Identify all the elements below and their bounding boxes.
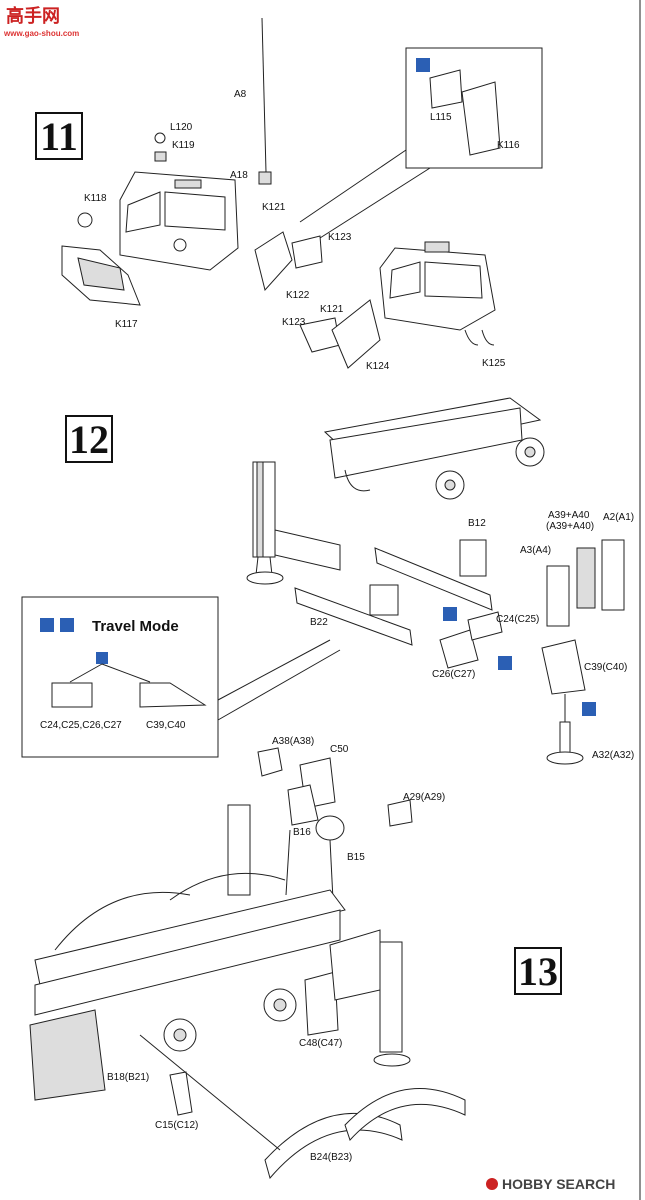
label-b16: B16: [293, 827, 311, 838]
label-a18: A18: [230, 170, 248, 181]
hobby-search-logo-icon: [486, 1178, 498, 1190]
glue-icon-tm: [40, 618, 54, 632]
step-13: 13 A38(A3: [29, 736, 562, 1180]
part-c26: [439, 629, 479, 669]
part-a39-a40: [576, 547, 596, 609]
part-a29: [387, 799, 413, 827]
label-k123: K123: [328, 232, 352, 243]
antenna-base-a18: [258, 171, 272, 185]
watermark-top-logo: 高手网 www.gao-shou.com: [3, 5, 79, 38]
part-a38: [257, 747, 283, 777]
attach-icon-1: [443, 607, 457, 621]
door-k124: [331, 299, 381, 369]
part-a3: [546, 565, 570, 627]
label-k117: K117: [115, 319, 138, 330]
label-a3: A3(A4): [520, 545, 551, 556]
fender-b24: [264, 1112, 403, 1180]
label-k122: K122: [286, 290, 310, 301]
travel-mode-title: Travel Mode: [92, 618, 179, 635]
step-13-box: [514, 947, 562, 995]
label-k124: K124: [366, 361, 390, 372]
label-k121b: K121: [320, 304, 344, 315]
attach-icon-2: [498, 656, 512, 670]
caption-c39-c40: C39,C40: [146, 720, 186, 731]
label-b24: B24(B23): [310, 1152, 352, 1163]
part-c39: [541, 639, 586, 695]
travel-mode-box: Travel Mode C24,C25,C26,C27 C39,C40: [21, 596, 341, 758]
beam-b22: [294, 587, 413, 646]
part-c48: [304, 971, 339, 1036]
part-b15: [315, 815, 345, 841]
label-a29: A29(A29): [403, 792, 445, 803]
label-c26: C26(C27): [432, 669, 475, 680]
step-12-box: [65, 415, 113, 463]
label-a2: A2(A1): [603, 512, 634, 523]
label-k119: K119: [172, 140, 195, 151]
label-l120: L120: [170, 122, 193, 133]
label-c50: C50: [330, 744, 349, 755]
watermark-bottom-text: HOBBY SEARCH: [502, 1176, 615, 1192]
label-l115: L115: [430, 112, 452, 123]
step-12-number: 12: [69, 417, 109, 462]
cab-exploded: [61, 132, 323, 306]
watermark-url: www.gao-shou.com: [3, 29, 79, 38]
label-k123b: K123: [282, 317, 306, 328]
step-11-number: 11: [40, 114, 78, 159]
outrigger-jack-left: [246, 461, 341, 585]
travel-part-c39: [139, 682, 207, 708]
label-k118: K118: [84, 193, 107, 204]
beam-b12: [374, 547, 493, 611]
label-b15: B15: [347, 852, 365, 863]
caption-c24-c27: C24,C25,C26,C27: [40, 720, 122, 731]
label-c48: C48(C47): [299, 1038, 342, 1049]
part-b16: [287, 784, 319, 826]
label-c39: C39(C40): [584, 662, 627, 673]
part-c24: [467, 611, 503, 641]
door-k116: [461, 81, 501, 156]
watermark-bottom: HOBBY SEARCH: [486, 1176, 615, 1192]
step-13-number: 13: [518, 949, 558, 994]
label-a32: A32(A32): [592, 750, 634, 761]
paint-icon-tm: [60, 618, 74, 632]
label-a38: A38(A38): [272, 736, 314, 747]
jack-foot-a32: [546, 751, 584, 765]
label-c15: C15(C12): [155, 1120, 198, 1131]
step-12: 12: [21, 397, 634, 765]
label-a8: A8: [234, 89, 247, 100]
attach-icon-3: [582, 702, 596, 716]
glue-icon: [416, 58, 430, 72]
label-k125: K125: [482, 358, 506, 369]
chassis-lower: [29, 804, 411, 1101]
part-a2: [601, 539, 625, 611]
antenna-a8: [261, 17, 267, 173]
travel-part-c24: [51, 682, 93, 708]
label-c24: C24(C25): [496, 614, 539, 625]
window-l115: [429, 69, 463, 109]
label-b22: B22: [310, 617, 328, 628]
label-b12: B12: [468, 518, 486, 529]
watermark-logo-text: 高手网: [6, 5, 60, 26]
color-icon-tm: [96, 652, 108, 664]
step-11: 11: [35, 17, 543, 372]
label-a39-a40-alt: (A39+A40): [546, 521, 594, 532]
label-k116: K116: [497, 140, 520, 151]
label-b18: B18(B21): [107, 1072, 149, 1083]
step-11-box: [35, 112, 83, 160]
part-c15: [169, 1071, 193, 1116]
tow-hook-k125: [464, 329, 479, 346]
chassis-rear-frame: [323, 397, 545, 500]
label-k121: K121: [262, 202, 286, 213]
label-a39-a40: A39+A40: [548, 510, 590, 521]
cab-assembled: [299, 241, 496, 369]
